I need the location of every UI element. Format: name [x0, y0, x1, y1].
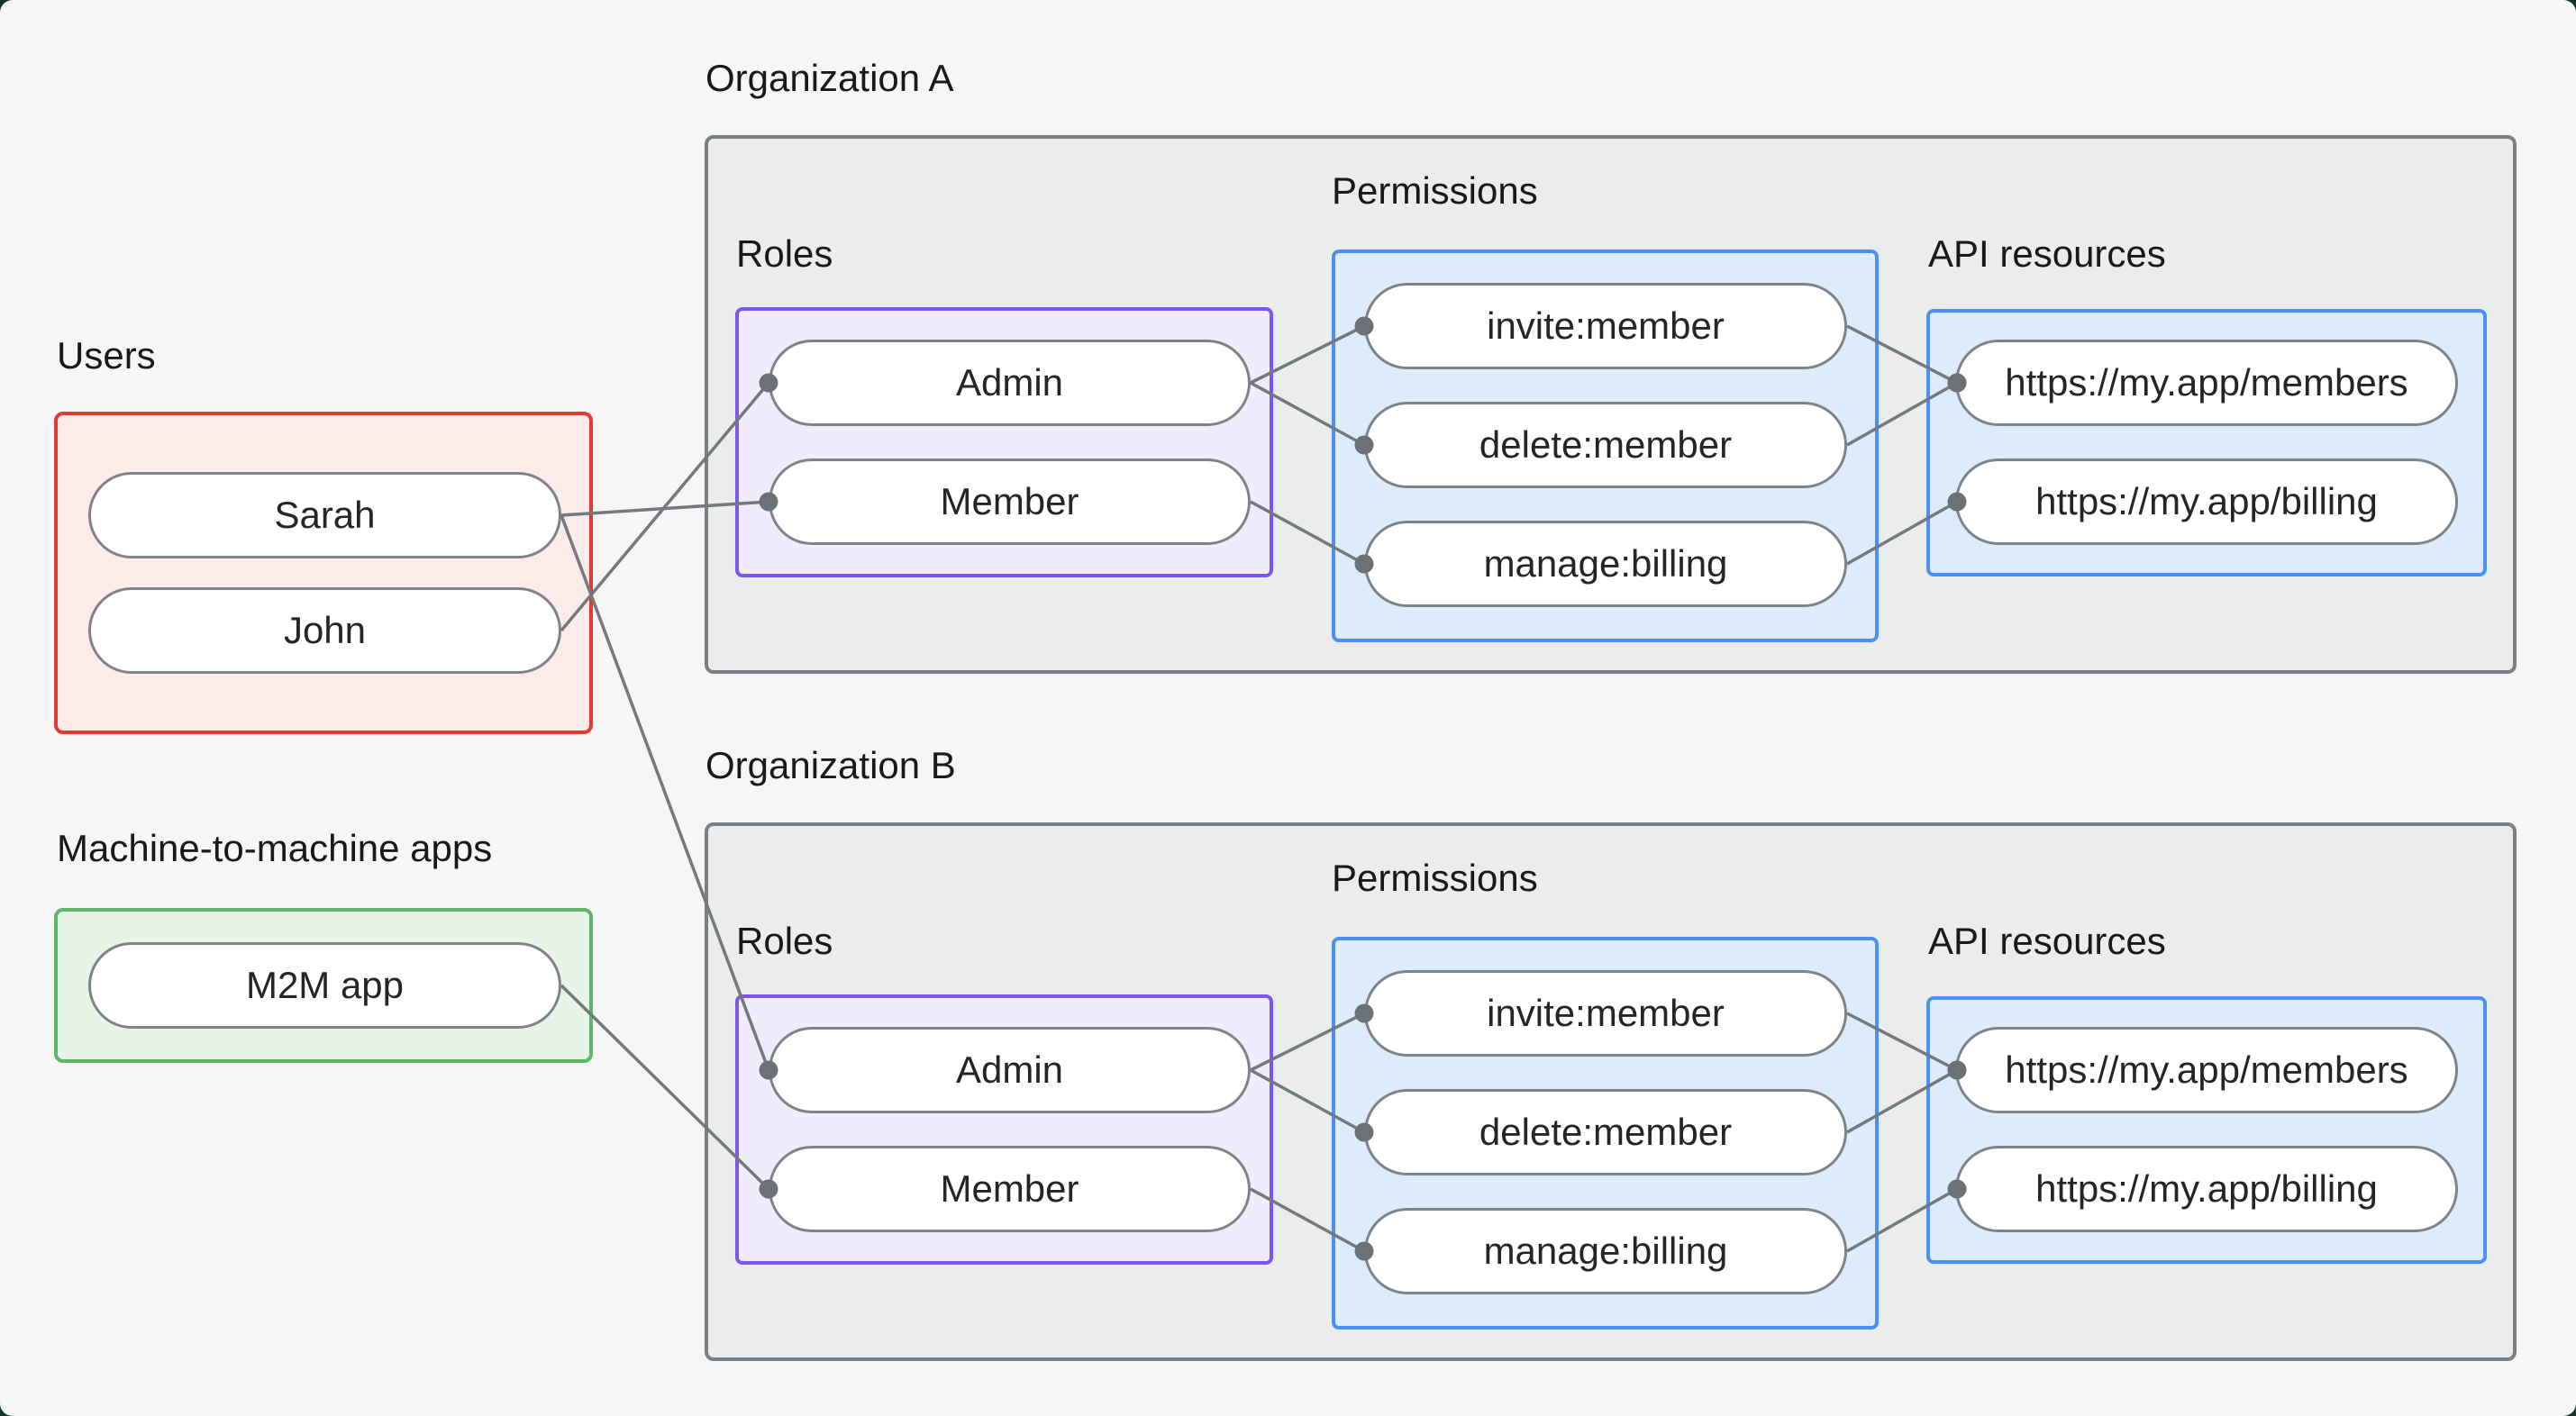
group-label-users: Users	[57, 334, 156, 377]
node-pill-org-a-invite: invite:member	[1364, 283, 1847, 369]
node-pill-org-b-billing-api: https://my.app/billing	[1955, 1146, 2458, 1232]
node-pill-john: John	[88, 587, 561, 674]
node-pill-org-a-delete: delete:member	[1364, 402, 1847, 488]
node-pill-org-a-member: Member	[769, 458, 1251, 545]
node-pill-org-a-members-api: https://my.app/members	[1955, 340, 2458, 426]
org-a-section-label-api-resources: API resources	[1928, 232, 2166, 275]
group-box-users	[54, 412, 593, 734]
org-label-org-a: Organization A	[705, 57, 954, 99]
node-pill-org-a-manage: manage:billing	[1364, 521, 1847, 607]
org-a-section-label-permissions: Permissions	[1332, 169, 1538, 212]
org-b-section-label-api-resources: API resources	[1928, 920, 2166, 962]
node-pill-org-b-invite: invite:member	[1364, 970, 1847, 1057]
node-pill-org-b-member: Member	[769, 1146, 1251, 1232]
node-pill-org-a-billing-api: https://my.app/billing	[1955, 458, 2458, 545]
org-label-org-b: Organization B	[705, 744, 956, 786]
group-label-m2m-apps: Machine-to-machine apps	[57, 827, 493, 869]
node-pill-sarah: Sarah	[88, 472, 561, 558]
node-pill-org-b-members-api: https://my.app/members	[1955, 1027, 2458, 1113]
org-b-section-label-permissions: Permissions	[1332, 857, 1538, 899]
org-b-section-label-roles: Roles	[736, 920, 833, 962]
node-pill-org-a-admin: Admin	[769, 340, 1251, 426]
node-pill-org-b-admin: Admin	[769, 1027, 1251, 1113]
node-pill-org-b-delete: delete:member	[1364, 1089, 1847, 1175]
node-pill-m2m-app: M2M app	[88, 942, 561, 1029]
org-a-section-label-roles: Roles	[736, 232, 833, 275]
node-pill-org-b-manage: manage:billing	[1364, 1208, 1847, 1294]
